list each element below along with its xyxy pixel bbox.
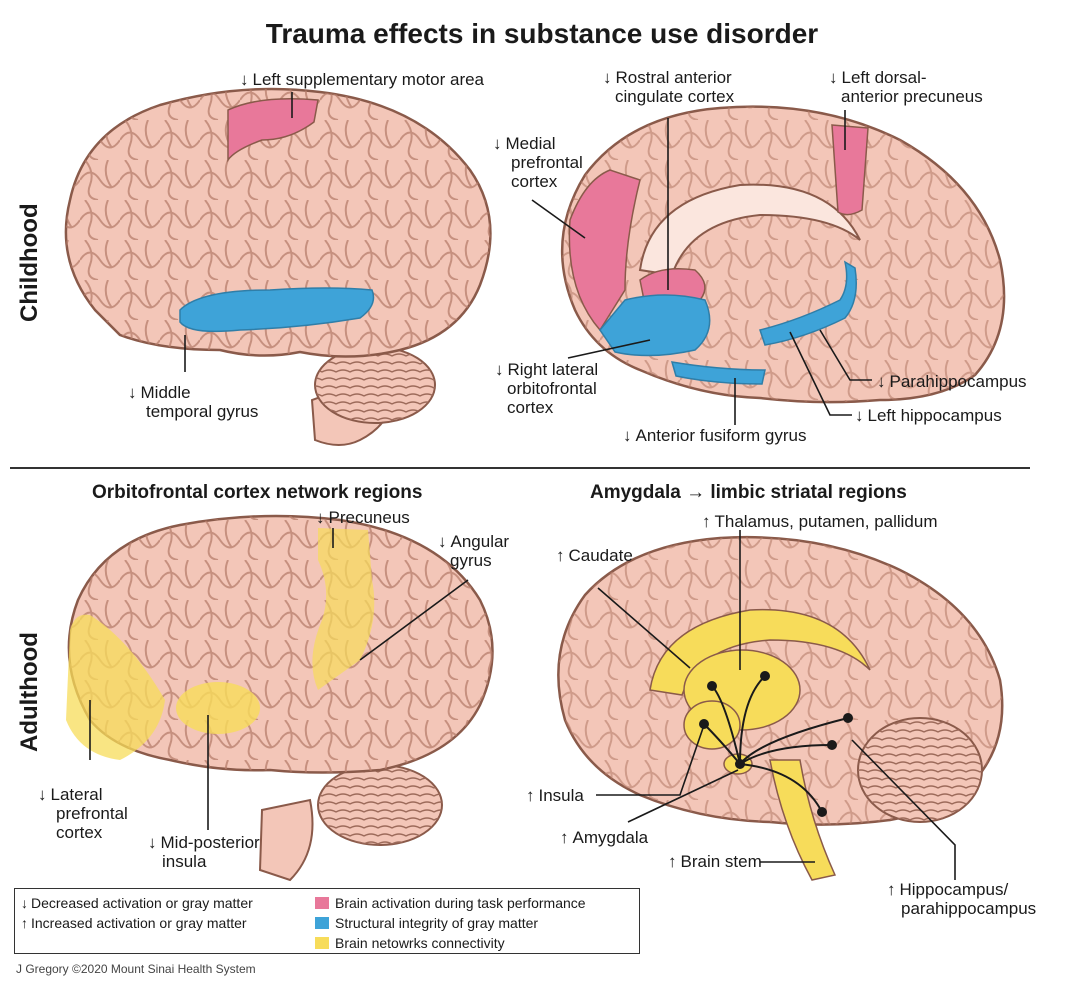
legend-box: ↓Decreased activation or gray matter ↑In… — [14, 888, 640, 954]
arrow-down-icon: ↓ — [438, 532, 447, 551]
legend-increased: ↑Increased activation or gray matter — [21, 915, 247, 931]
arrow-down-icon: ↓ — [38, 785, 47, 804]
adulthood-medial-brain — [557, 535, 1004, 881]
label-anterior-fusiform: ↓Anterior fusiform gyrus — [623, 426, 807, 445]
label-medial-pfc: ↓Medial prefrontal cortex — [493, 134, 583, 191]
arrow-down-icon: ↓ — [493, 134, 502, 153]
arrow-down-icon: ↓ — [495, 360, 504, 379]
label-rostral-acc: ↓Rostral anterior cingulate cortex — [603, 68, 735, 106]
yellow-swatch-icon — [315, 937, 329, 949]
arrow-up-icon: ↑ — [560, 828, 569, 847]
legend-decreased: ↓Decreased activation or gray matter — [21, 895, 253, 911]
label-angular: ↓Angular gyrus — [438, 532, 510, 570]
region-hippocampus-childhood — [759, 260, 857, 346]
section-divider — [10, 467, 1030, 469]
label-parahippocampus: ↓Parahippocampus — [877, 372, 1027, 391]
leader-lines — [89, 92, 956, 880]
label-middle-temporal: ↓Middle temporal gyrus — [128, 383, 259, 421]
arrow-up-icon: ↑ — [887, 880, 896, 899]
corpus-callosum-adulthood — [649, 608, 871, 696]
arrow-down-icon: ↓ — [128, 383, 137, 402]
label-caudate: ↑Caudate — [556, 546, 633, 565]
pink-swatch-icon — [315, 897, 329, 909]
region-anterior-fusiform — [670, 361, 766, 385]
childhood-lateral-brain — [64, 87, 492, 446]
region-mid-posterior-insula — [176, 682, 260, 734]
arrow-up-icon: ↑ — [526, 786, 535, 805]
adulthood-lateral-brain — [66, 514, 494, 882]
arrow-down-icon: ↓ — [603, 68, 612, 87]
arrow-up-icon: ↑ — [702, 512, 711, 531]
label-thalamus: ↑Thalamus, putamen, pallidum — [702, 512, 938, 531]
region-middle-temporal-gyrus — [179, 287, 375, 333]
blue-swatch-icon — [315, 917, 329, 929]
arrow-down-icon: ↓ — [855, 406, 864, 425]
corpus-callosum — [638, 183, 861, 277]
label-hippocampus: ↑Hippocampus/ parahippocampus — [887, 880, 1037, 918]
legend-pink: Brain activation during task performance — [315, 895, 586, 911]
label-precuneus: ↓Precuneus — [316, 508, 410, 527]
label-amygdala: ↑Amygdala — [560, 828, 649, 847]
subhead-amygdala: Amygdala → limbic striatal regions — [590, 482, 907, 503]
label-mid-insula: ↓Mid-posterior insula — [148, 833, 260, 871]
credit-line: J Gregory ©2020 Mount Sinai Health Syste… — [16, 962, 256, 976]
arrow-down-icon: ↓ — [829, 68, 838, 87]
subhead-orbitofrontal: Orbitofrontal cortex network regions — [92, 482, 423, 503]
region-medial-pfc — [568, 169, 641, 332]
region-precuneus-angular — [312, 528, 375, 690]
region-insula-node — [683, 700, 741, 750]
label-right-ofc: ↓Right lateral orbitofrontal cortex — [495, 360, 599, 417]
label-insula: ↑Insula — [526, 786, 584, 805]
arrow-up-icon: ↑ — [21, 915, 28, 931]
label-left-precuneus: ↓Left dorsal- anterior precuneus — [829, 68, 983, 106]
label-left-hippocampus: ↓Left hippocampus — [855, 406, 1002, 425]
arrow-down-icon: ↓ — [623, 426, 632, 445]
arrow-down-icon: ↓ — [316, 508, 325, 527]
arrow-down-icon: ↓ — [240, 70, 249, 89]
arrow-up-icon: ↑ — [556, 546, 565, 565]
legend-blue: Structural integrity of gray matter — [315, 915, 538, 931]
region-right-ofc — [599, 294, 711, 357]
arrow-up-icon: ↑ — [668, 852, 677, 871]
region-left-precuneus — [831, 124, 869, 216]
label-left-sma: ↓Left supplementary motor area — [240, 70, 485, 89]
arrow-down-icon: ↓ — [148, 833, 157, 852]
arrow-down-icon: ↓ — [21, 895, 28, 911]
label-lateral-pfc: ↓Lateral prefrontal cortex — [38, 785, 128, 842]
region-left-sma — [227, 98, 319, 163]
figure-title: Trauma effects in substance use disorder — [265, 18, 819, 49]
label-brain-stem: ↑Brain stem — [668, 852, 762, 871]
arrow-down-icon: ↓ — [877, 372, 886, 391]
childhood-medial-brain — [560, 105, 1006, 404]
legend-yellow: Brain netowrks connectivity — [315, 935, 505, 951]
